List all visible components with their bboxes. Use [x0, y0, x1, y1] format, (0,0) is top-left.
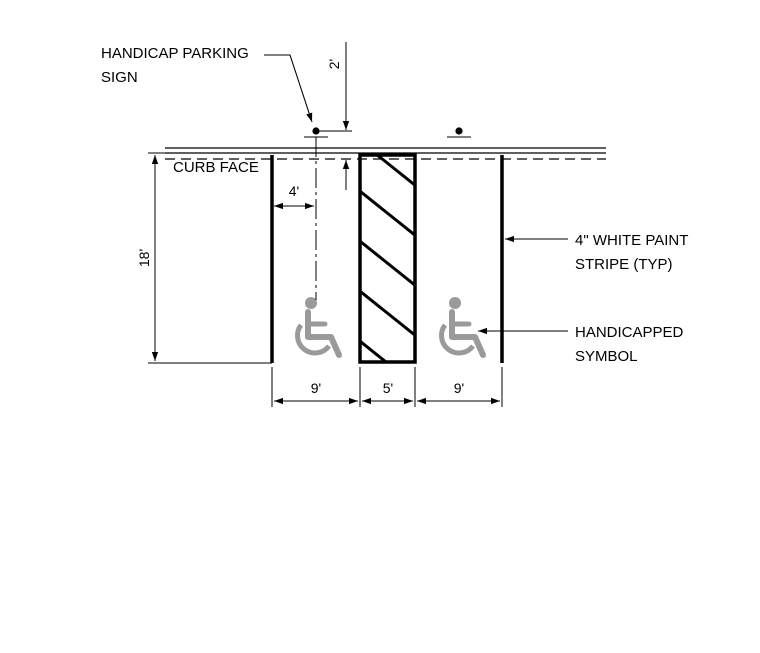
- sign-offset-dimension: [318, 42, 352, 190]
- sign-from-stripe-label: 4': [289, 183, 299, 199]
- stall-depth-dimension: [148, 152, 272, 364]
- stall-left-width-label: 9': [311, 380, 321, 396]
- stripe-label-line2: STRIPE (TYP): [575, 256, 673, 273]
- width-dimensions: [271, 367, 503, 407]
- aisle-width-label: 5': [383, 380, 393, 396]
- paint-stripes: [270, 155, 504, 363]
- stall-right-width-label: 9': [454, 380, 464, 396]
- sign-offset-label: 2': [326, 59, 342, 69]
- handicapped-symbol-icon: [442, 297, 484, 355]
- handicapped-symbol-icon: [298, 297, 340, 355]
- symbol-label-line2: SYMBOL: [575, 348, 638, 365]
- sign-label-line2: SIGN: [101, 69, 138, 86]
- sign-post-icon: [304, 127, 328, 138]
- symbol-label-line1: HANDICAPPED: [575, 324, 684, 341]
- stripe-label-line1: 4" WHITE PAINT: [575, 232, 688, 249]
- sign-label-line1: HANDICAP PARKING: [101, 45, 249, 62]
- curb: [165, 147, 606, 160]
- sign-post-icon: [447, 127, 471, 138]
- sign-leader: [264, 54, 313, 123]
- access-aisle: [358, 153, 417, 364]
- curb-face-label: CURB FACE: [173, 159, 259, 176]
- stall-depth-label: 18': [136, 249, 152, 267]
